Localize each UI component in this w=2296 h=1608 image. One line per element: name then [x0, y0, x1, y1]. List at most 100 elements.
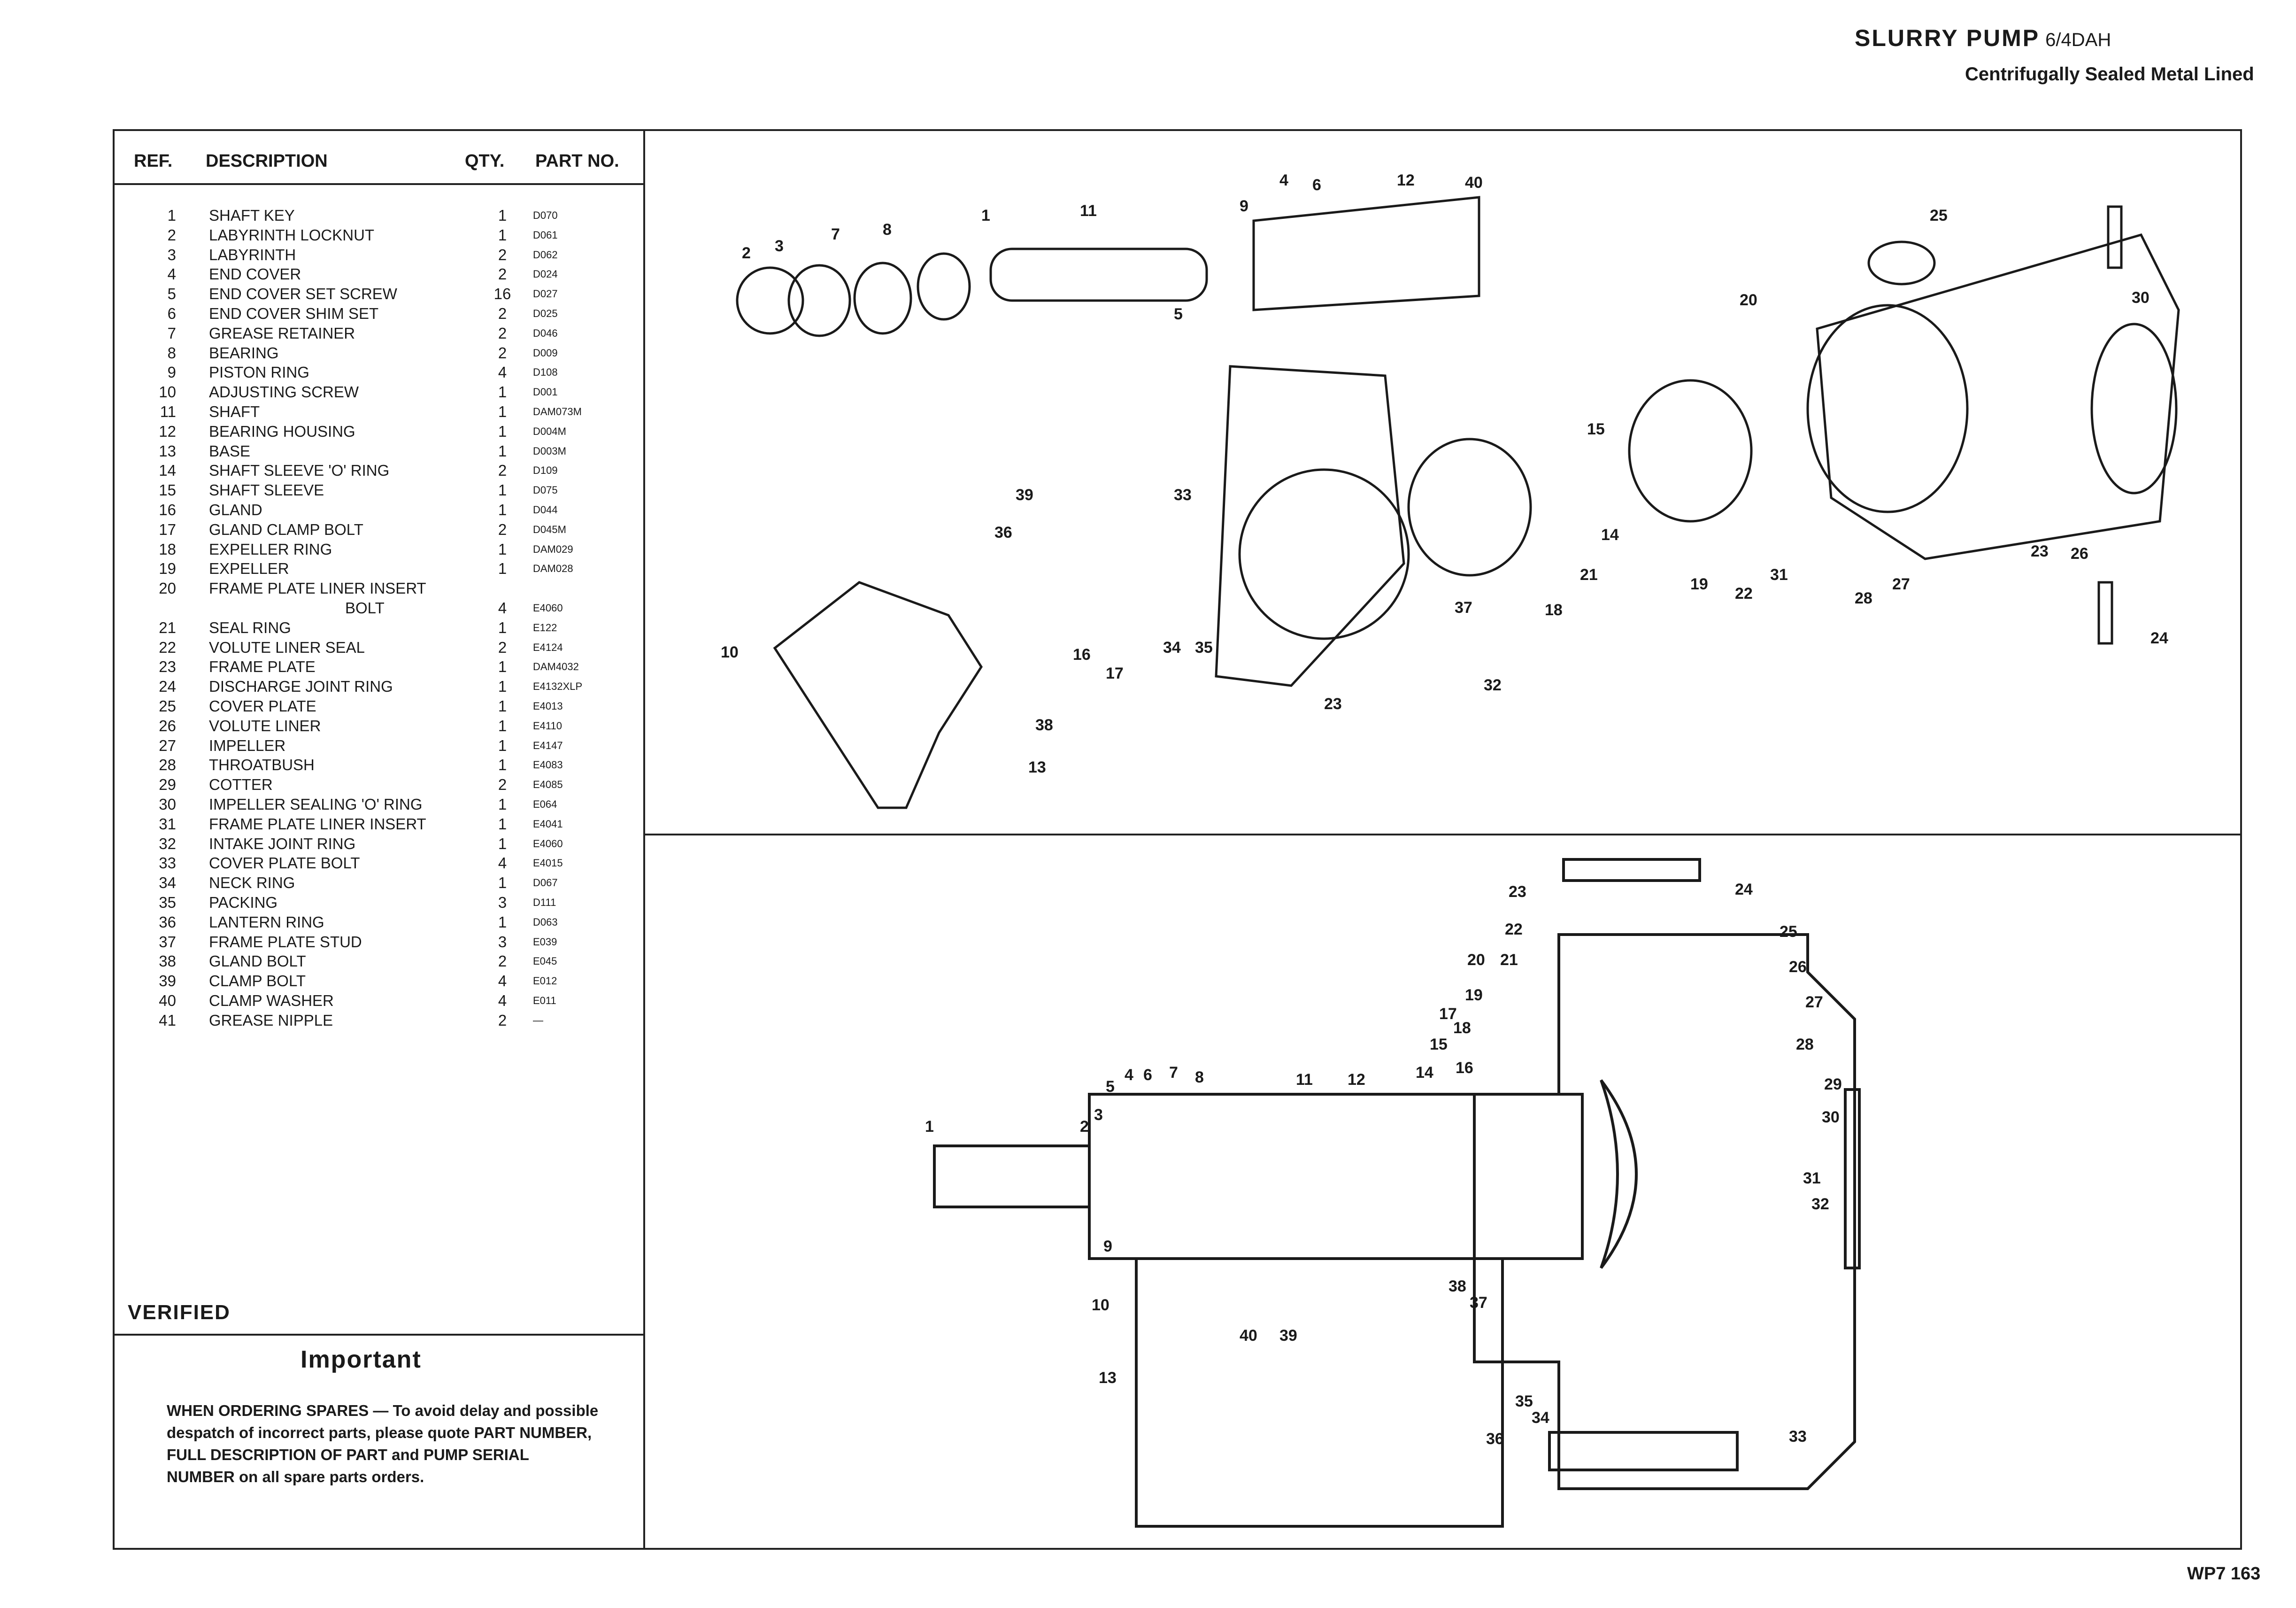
ref-cell: 13: [159, 442, 176, 460]
qty-cell: 1: [498, 756, 507, 774]
part-number-cell: D075: [533, 484, 558, 496]
ref-cell: 17: [159, 520, 176, 538]
part-number-cell: —: [533, 1014, 543, 1026]
callout-label: 2: [742, 244, 751, 262]
col-header-part-no: PART NO.: [535, 151, 619, 171]
ref-cell: 24: [159, 678, 176, 696]
qty-cell: 4: [498, 992, 507, 1009]
callout-label: 30: [1822, 1108, 1840, 1126]
ref-cell: 22: [159, 638, 176, 656]
intake-joint-ring-section: [1844, 1088, 1861, 1269]
ref-cell: 20: [159, 580, 176, 597]
callout-label: 4: [1279, 171, 1288, 189]
description-cell: BOLT: [345, 599, 385, 617]
qty-cell: 1: [498, 697, 507, 715]
col-header-qty: QTY.: [465, 151, 505, 171]
frame-plate-bore-drawing: [1238, 468, 1410, 640]
ref-cell: 2: [167, 226, 176, 244]
callout-label: 35: [1195, 639, 1213, 657]
qty-cell: 1: [498, 481, 507, 499]
qty-cell: 1: [498, 796, 507, 813]
part-number-cell: D061: [533, 229, 558, 241]
frame-divider-vertical: [643, 129, 645, 1550]
qty-cell: 4: [498, 854, 507, 872]
callout-label: 33: [1789, 1428, 1807, 1446]
callout-label: 11: [1296, 1071, 1313, 1089]
ref-cell: 26: [159, 717, 176, 734]
grease-retainer-drawing: [917, 252, 971, 321]
description-cell: DISCHARGE JOINT RING: [209, 678, 393, 696]
callout-label: 8: [1195, 1068, 1204, 1086]
part-number-cell: D067: [533, 877, 558, 889]
description-cell: GLAND BOLT: [209, 952, 306, 970]
callout-label: 18: [1545, 601, 1563, 619]
qty-cell: 1: [498, 717, 507, 734]
callout-label: 17: [1439, 1005, 1457, 1023]
part-number-cell: D004M: [533, 425, 566, 437]
callout-label: 30: [2132, 289, 2150, 307]
part-number-cell: DAM073M: [533, 406, 582, 417]
description-cell: BEARING: [209, 344, 279, 362]
part-number-cell: D045M: [533, 523, 566, 535]
description-cell: BASE: [209, 442, 251, 460]
qty-cell: 1: [498, 403, 507, 420]
callout-label: 25: [1780, 923, 1797, 941]
title-text: SLURRY PUMP: [1855, 25, 2040, 51]
description-cell: FRAME PLATE: [209, 658, 316, 676]
description-cell: FRAME PLATE LINER INSERT: [209, 580, 426, 597]
part-number-cell: E4013: [533, 700, 563, 712]
qty-cell: 2: [498, 265, 507, 283]
callout-label: 7: [1169, 1064, 1178, 1082]
qty-cell: 2: [498, 344, 507, 362]
ref-cell: 27: [159, 736, 176, 754]
important-text: WHEN ORDERING SPARES — To avoid delay an…: [167, 1402, 599, 1485]
callout-label: 40: [1240, 1327, 1257, 1345]
part-number-cell: D046: [533, 327, 558, 339]
callout-label: 16: [1456, 1059, 1473, 1077]
verified-label: VERIFIED: [128, 1301, 231, 1324]
frame-plate-drawing: [1215, 365, 1405, 687]
callout-label: 31: [1770, 566, 1788, 584]
description-cell: CLAMP WASHER: [209, 992, 334, 1009]
callout-label: 5: [1106, 1078, 1115, 1096]
description-cell: GLAND: [209, 501, 262, 518]
model-number: 6/4DAH: [2045, 30, 2111, 50]
callout-label: 1: [925, 1118, 934, 1136]
part-number-cell: E039: [533, 935, 557, 948]
description-cell: NECK RING: [209, 874, 295, 892]
description-cell: PACKING: [209, 894, 278, 911]
part-number-cell: D025: [533, 308, 558, 319]
ref-cell: 15: [159, 481, 176, 499]
description-cell: THROATBUSH: [209, 756, 315, 774]
ref-cell: 14: [159, 462, 176, 479]
qty-cell: 2: [498, 324, 507, 342]
part-number-cell: D009: [533, 347, 558, 359]
callout-label: 9: [1103, 1237, 1112, 1255]
important-title: Important: [300, 1346, 422, 1373]
callout-label: 21: [1500, 951, 1518, 969]
table-header-rule: [113, 183, 645, 185]
description-cell: FRAME PLATE STUD: [209, 933, 362, 951]
part-number-cell: D024: [533, 268, 558, 280]
callout-label: 28: [1855, 589, 1872, 607]
qty-cell: 2: [498, 246, 507, 263]
callout-label: 23: [1509, 883, 1526, 901]
part-number-cell: D027: [533, 288, 558, 300]
callout-label: 11: [1080, 202, 1097, 220]
callout-label: 13: [1028, 758, 1046, 776]
drawing-frame: [113, 129, 2242, 1550]
